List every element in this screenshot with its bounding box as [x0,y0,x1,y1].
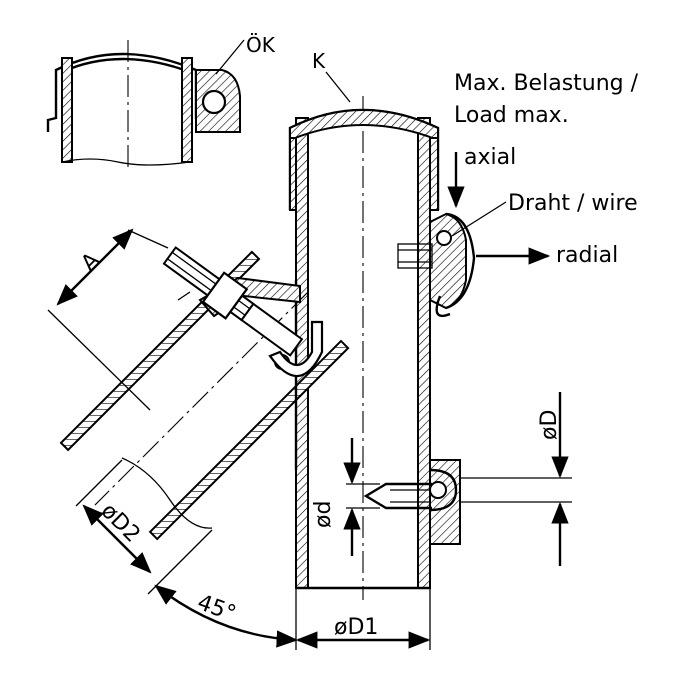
label-angle: 45° [194,590,239,627]
inset-tube-wall-left [61,57,73,163]
inset-eyelet-hole [201,89,227,115]
label-dim-D2: øD2 [96,499,145,548]
label-cap: K [312,49,326,73]
label-dim-D: øD [537,410,562,440]
main-tube-wall-left [295,117,309,589]
lower-wire-clamp: ød øD [311,392,572,566]
hex-nut [201,271,249,320]
label-eyelet-cap: ÖK [246,33,276,57]
upper-set-screw [397,243,433,269]
label-dim-D1: øD1 [334,615,378,640]
label-max-load-en: Load max. [454,103,569,128]
label-wire: Draht / wire [508,191,638,216]
lower-wire-section [429,481,447,499]
label-max-load-de: Max. Belastung / [454,71,639,96]
branch-clamp-assembly [162,246,324,378]
lower-pointed-screw [363,482,432,510]
label-dim-A: A [77,248,105,276]
label-radial: radial [556,243,618,268]
detail-eyelet-cap: ÖK [46,33,276,172]
upper-wire-section [436,230,452,246]
inset-tube-wall-right [181,57,193,163]
label-axial: axial [464,145,516,170]
branch-wall-lower [148,339,350,541]
label-dim-d-small: ød [311,501,336,528]
dimension-D1: øD1 [295,588,431,650]
wire-hook [268,320,324,378]
upper-wire-clamp: Max. Belastung / Load max. axial Draht /… [397,71,639,318]
main-tube-wall-right [417,117,431,589]
